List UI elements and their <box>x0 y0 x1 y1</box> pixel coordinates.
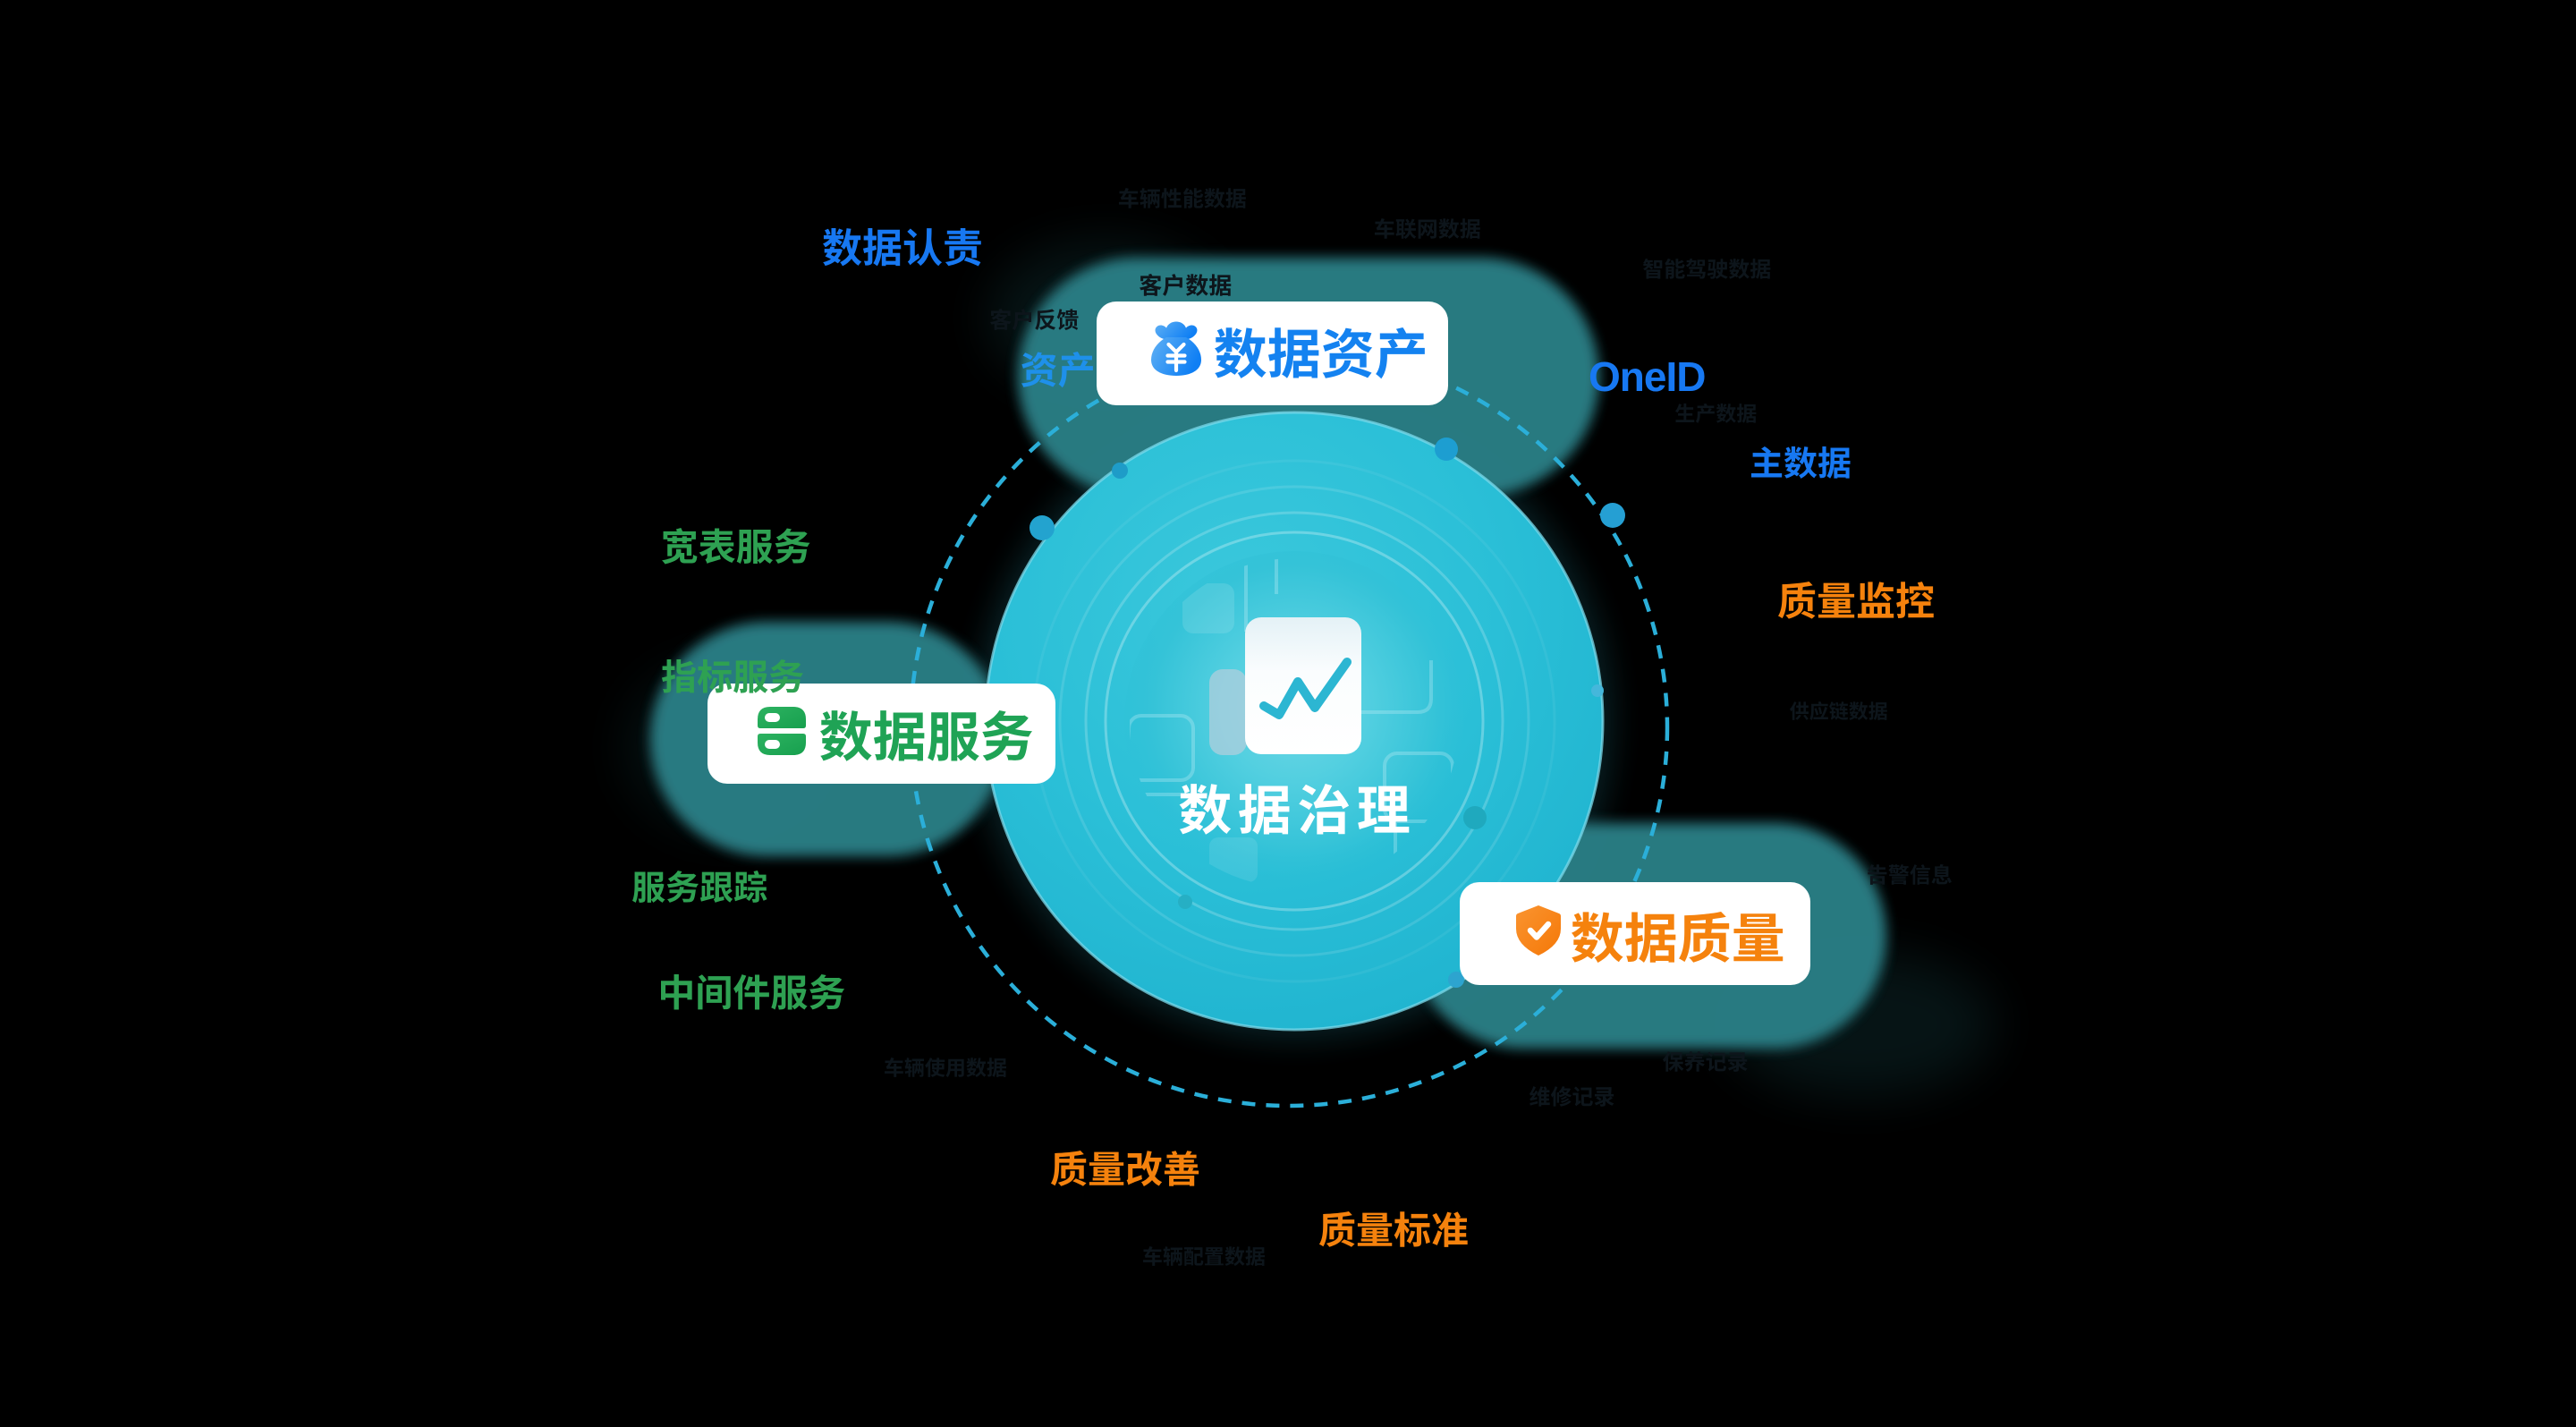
svg-text:OneID: OneID <box>1589 353 1705 400</box>
